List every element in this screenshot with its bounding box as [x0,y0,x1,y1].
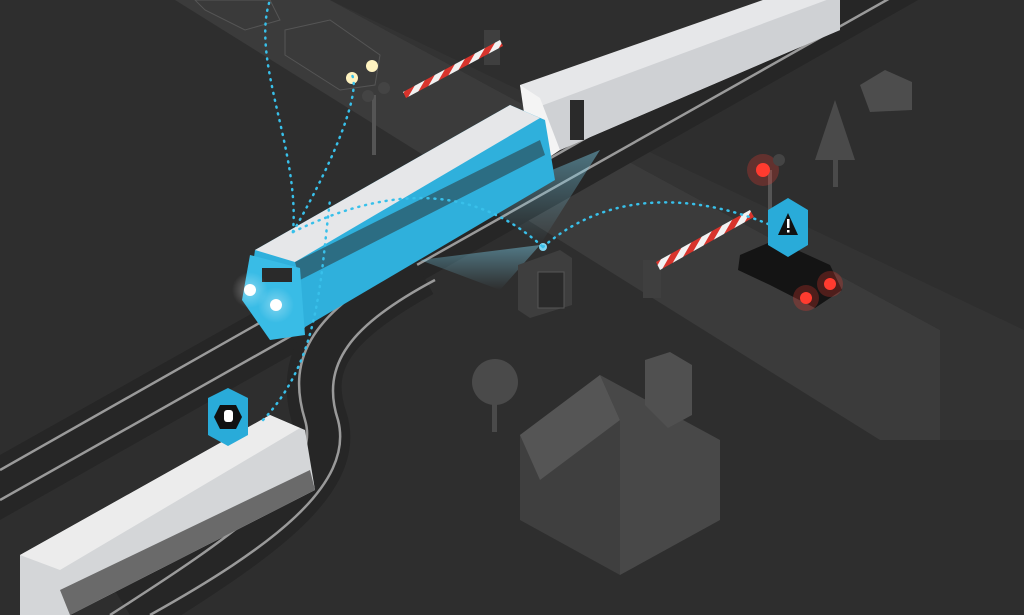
barrier-top [403,30,503,98]
traffic-signal-top [362,82,390,155]
warning-icon [778,213,798,235]
road-shadow [330,0,1024,440]
blue-locomotive [232,105,555,340]
tree-cone [815,100,855,187]
tree-round [472,359,518,432]
car-black [738,240,843,311]
sensor-box [518,243,572,318]
gray-locomotive [20,415,315,615]
barrier-right [643,210,754,298]
hand-stop-icon [214,405,242,429]
rock [860,70,912,112]
traffic-signal-right [747,154,785,230]
signal-paths [261,0,788,422]
stop-marker[interactable] [208,388,248,446]
house [520,352,720,575]
sensor-beam [480,150,600,245]
road [175,0,940,440]
curved-track [109,245,436,615]
warning-marker[interactable] [768,198,808,257]
car-gray [284,19,381,91]
sensor-beam-lower [420,245,540,290]
car-top [194,0,281,31]
